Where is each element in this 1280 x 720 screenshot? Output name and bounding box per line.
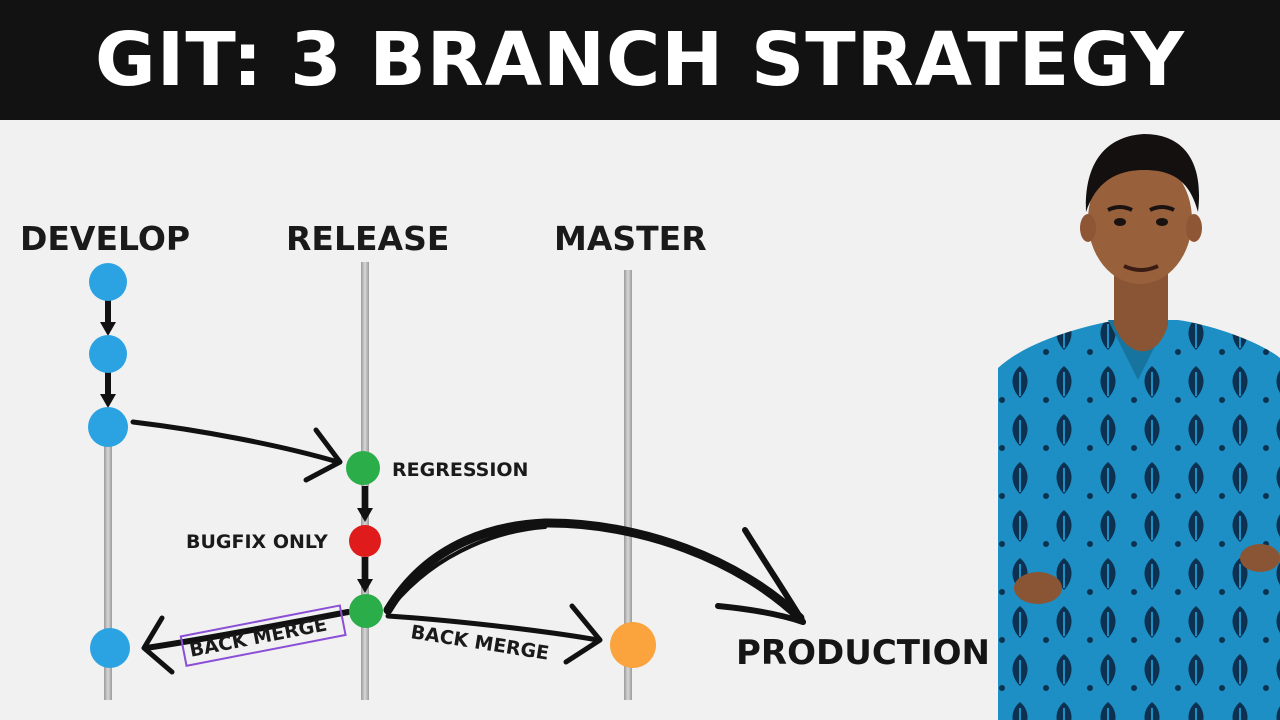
develop-branch-line: [104, 430, 112, 700]
presenter-hair: [1085, 134, 1200, 212]
release-arrow-1: [357, 486, 373, 522]
develop-header: DEVELOP: [20, 219, 190, 258]
master-commit: [610, 622, 656, 668]
production-arrow: [383, 518, 806, 625]
shirt: [998, 320, 1280, 720]
develop-commit-1: [89, 263, 127, 301]
regression-label: REGRESSION: [392, 459, 528, 481]
develop-commit-2: [89, 335, 127, 373]
develop-arrow-2: [100, 372, 116, 408]
presenter-image: [998, 120, 1280, 720]
production-label: PRODUCTION: [736, 633, 990, 673]
back-merge-master-arrow: [385, 603, 603, 665]
video-title: GIT: 3 BRANCH STRATEGY: [95, 17, 1185, 103]
develop-commit-4: [90, 628, 130, 668]
release-arrow-2: [357, 557, 373, 593]
presenter-figure: [998, 134, 1280, 720]
develop-commit-3: [88, 407, 128, 447]
release-commit-regression: [346, 451, 380, 485]
bugfix-only-label: BUGFIX ONLY: [186, 531, 328, 553]
release-header: RELEASE: [286, 219, 449, 258]
master-header: MASTER: [554, 219, 707, 258]
develop-to-release-arrow: [130, 419, 343, 483]
release-commit-bugfix: [349, 525, 381, 557]
presenter-face: [1088, 156, 1192, 284]
release-commit-final: [349, 594, 383, 628]
master-branch-line: [624, 270, 632, 700]
develop-arrow-1: [100, 300, 116, 336]
title-bar: GIT: 3 BRANCH STRATEGY: [0, 0, 1280, 120]
back-merge-develop-arrow: [141, 609, 351, 675]
